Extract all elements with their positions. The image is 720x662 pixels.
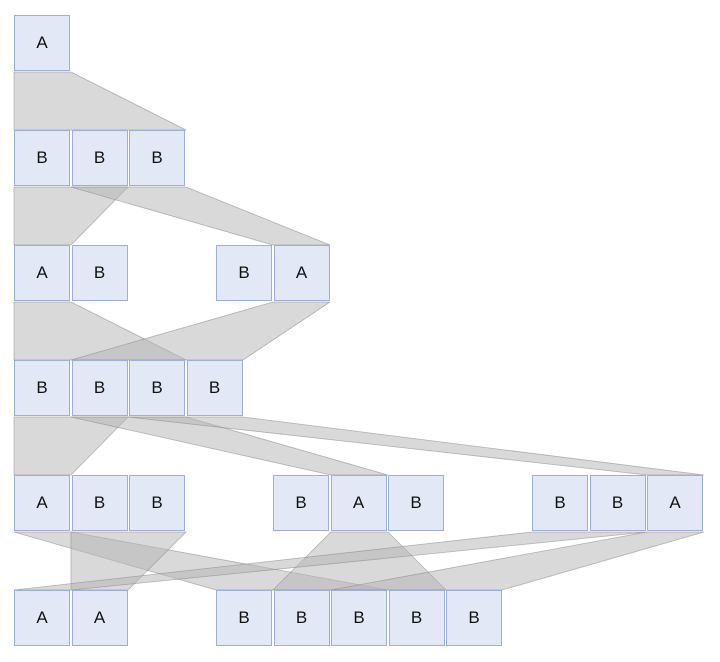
symbol-cell-b: B [273,590,330,646]
rewrite-edge [70,186,331,246]
symbol-cell-a: A [14,590,70,646]
symbol-cell-a: A [71,590,128,646]
symbol-cell-b: B [273,475,329,531]
symbol-cell-a: A [14,15,70,71]
rewrite-edge [70,301,332,361]
symbol-cell-b: B [589,475,646,531]
rewrite-edge [70,531,187,591]
rewrite-edge [127,416,705,476]
symbol-cell-b: B [129,475,185,531]
symbol-cell-a: A [330,475,387,531]
symbol-cell-a: A [14,475,70,531]
symbol-cell-a: A [647,475,703,531]
symbol-cell-a: A [273,245,330,301]
symbol-cell-b: B [14,360,70,416]
symbol-cell-b: B [71,360,128,416]
symbol-cell-b: B [388,475,444,531]
rewrite-edge [13,71,187,131]
symbol-cell-b: B [71,475,128,531]
symbol-cell-b: B [129,130,185,186]
symbol-cell-b: B [14,130,70,186]
symbol-cell-b: B [186,360,243,416]
symbol-cell-b: B [216,590,272,646]
symbol-cell-b: B [216,245,272,301]
symbol-cell-b: B [532,475,588,531]
symbol-cell-b: B [388,590,445,646]
rewrite-edge [13,531,648,591]
symbol-cell-b: B [446,590,502,646]
symbol-cell-b: B [71,130,128,186]
symbol-cell-b: B [71,245,128,301]
symbol-cell-a: A [14,245,70,301]
rewrite-edge [330,531,705,591]
symbol-cell-b: B [129,360,185,416]
symbol-cell-b: B [331,590,387,646]
